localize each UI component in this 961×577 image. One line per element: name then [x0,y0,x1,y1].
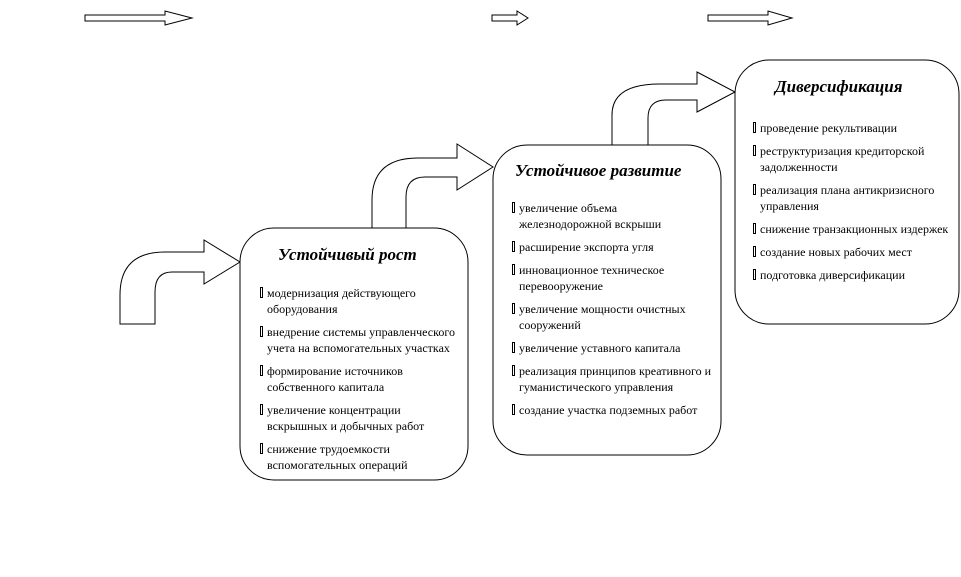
list-item: реструктуризация кредиторской задолженно… [753,143,951,175]
bullet-icon [512,202,515,213]
list-item: расширение экспорта угля [512,239,712,255]
list-item: увеличение объема железнодорожной вскрыш… [512,200,712,232]
bullet-icon [753,184,756,195]
bullet-icon [753,269,756,280]
curved-arrow-3 [611,71,737,146]
list-item: инновационное техническое перевооружение [512,262,712,294]
list-item: увеличение концентрации вскрышных и добы… [260,402,460,434]
stage-list-sustainable-development: увеличение объема железнодорожной вскрыш… [512,200,712,425]
list-item: реализация плана антикризисного управлен… [753,182,951,214]
list-item: формирование источников собственного кап… [260,363,460,395]
list-item: реализация принципов креативного и гуман… [512,363,712,395]
stage-box-2 [492,144,722,456]
bullet-icon [753,246,756,257]
list-item: увеличение мощности очистных сооружений [512,301,712,333]
stage-box-3 [734,59,960,325]
bullet-icon [260,404,263,415]
bullet-icon [512,264,515,275]
bullet-icon [512,241,515,252]
curved-arrow-1 [119,239,241,325]
top-arrow-left [84,10,194,26]
bullet-icon [512,365,515,376]
list-item: создание участка подземных работ [512,402,712,418]
bullet-icon [260,365,263,376]
top-arrow-middle [491,10,529,26]
stage-box-1 [239,227,469,481]
bullet-icon [512,404,515,415]
stage-list-diversification: проведение рекультивации реструктуризаци… [753,120,951,290]
stage-title-sustainable-growth: Устойчивый рост [278,245,417,264]
list-item: проведение рекультивации [753,120,951,136]
stage-title-sustainable-development: Устойчивое развитие [515,161,682,180]
list-item: подготовка диверсификации [753,267,951,283]
bullet-icon [753,145,756,156]
bullet-icon [753,122,756,133]
bullet-icon [512,342,515,353]
list-item: снижение транзакционных издержек [753,221,951,237]
curved-arrow-2 [371,143,494,229]
list-item: внедрение системы управленческого учета … [260,324,460,356]
list-item: модернизация действующего оборудования [260,285,460,317]
list-item: увеличение уставного капитала [512,340,712,356]
bullet-icon [260,287,263,298]
stage-list-sustainable-growth: модернизация действующего оборудования в… [260,285,460,480]
list-item: создание новых рабочих мест [753,244,951,260]
stage-title-diversification: Диверсификация [775,77,903,96]
list-item: снижение трудоемкости вспомогательных оп… [260,441,460,473]
bullet-icon [260,326,263,337]
bullet-icon [260,443,263,454]
bullet-icon [753,223,756,234]
bullet-icon [512,303,515,314]
top-arrow-right [707,10,794,26]
